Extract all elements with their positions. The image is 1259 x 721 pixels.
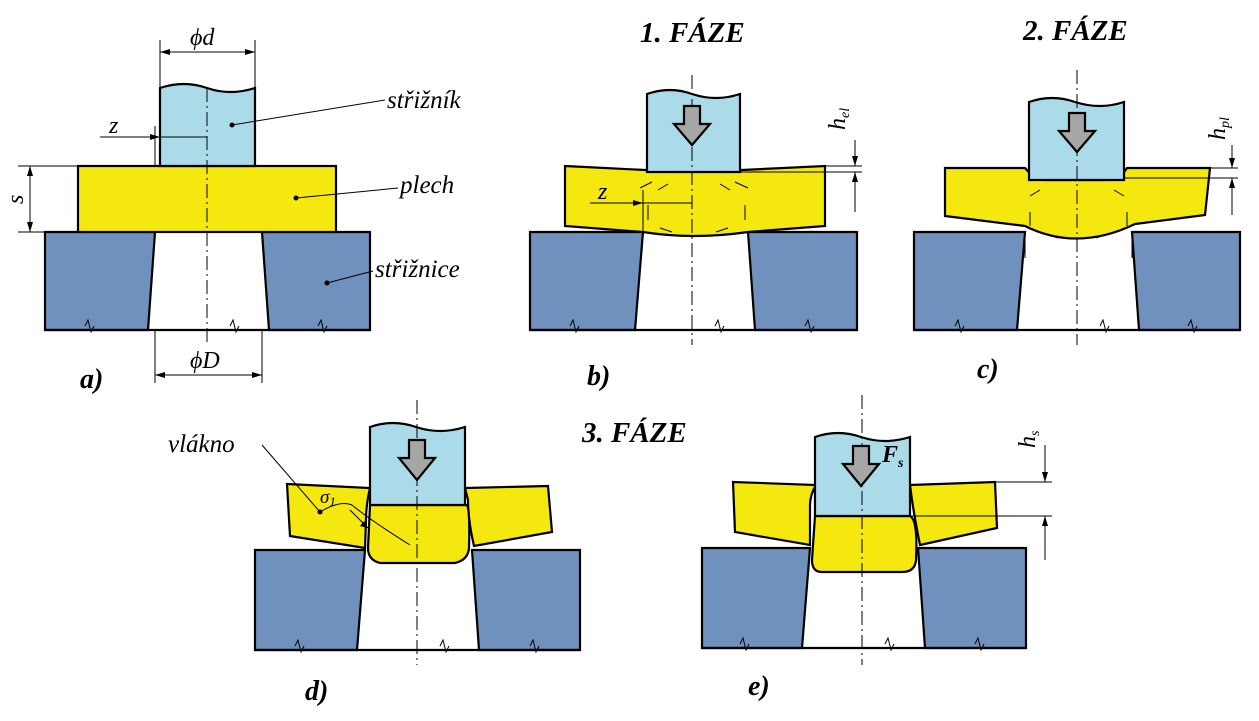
dim-h-pl: hpl	[1205, 117, 1233, 140]
label-sheet: plech	[398, 172, 454, 199]
panel-label-c: c)	[977, 354, 999, 385]
force-arrow-e	[840, 444, 882, 488]
panel-label-a: a)	[80, 364, 103, 395]
label-punch: střižník	[387, 87, 462, 114]
panel-b: 1. FÁZE z hel b)	[528, 16, 862, 392]
dim-clearance-b: z	[597, 179, 608, 205]
die-right-b	[746, 230, 859, 332]
die-left-b	[528, 230, 645, 332]
break-marks	[84, 318, 1198, 654]
fiber-line-d	[319, 503, 411, 546]
stress-arrows-c	[1024, 189, 1133, 258]
panel-d: 3. FÁZE vlákno σ1 d)	[168, 400, 687, 707]
panel-label-b: b)	[587, 361, 610, 392]
panel-c: 2. FÁZE hpl c)	[912, 14, 1242, 385]
die-right-a	[260, 230, 372, 332]
die-left-d	[253, 548, 367, 652]
die-left-a	[43, 230, 157, 332]
panel-e: Fs hs e)	[700, 395, 1052, 702]
dim-thickness: s	[3, 195, 29, 204]
panel-label-d: d)	[305, 676, 328, 707]
panel-label-e: e)	[748, 671, 770, 702]
force-arrow-d	[396, 438, 438, 482]
dim-h-s: hs	[1015, 430, 1043, 448]
label-fiber: vlákno	[168, 431, 235, 458]
label-sigma: σ1	[320, 487, 336, 509]
panel-a: ϕd ϕD s z střižník plech střižnice a)	[3, 25, 462, 395]
die-right-d	[470, 548, 582, 652]
sheet-outer-right-e	[908, 480, 999, 547]
dim-die-diameter: ϕD	[190, 348, 220, 374]
die-right-e	[916, 546, 1028, 650]
die-left-c	[912, 230, 1027, 332]
force-arrow-b	[671, 104, 713, 147]
dim-h-el: hel	[825, 108, 853, 130]
title-phase-1: 1. FÁZE	[640, 16, 745, 49]
die-left-e	[700, 546, 812, 650]
dim-clearance: z	[108, 113, 119, 139]
title-phase-3: 3. FÁZE	[581, 416, 687, 449]
label-force: Fs	[881, 442, 904, 471]
slug-e	[810, 514, 918, 574]
dim-punch-diameter: ϕd	[190, 25, 215, 51]
sheet-outer-left-e	[731, 480, 818, 547]
stress-arrows-b	[639, 181, 749, 233]
sheet-outer-right-d	[463, 484, 554, 548]
force-arrow-c	[1056, 111, 1098, 154]
title-phase-2: 2. FÁZE	[1022, 14, 1128, 47]
die-right-c	[1130, 230, 1242, 332]
label-die: střižnice	[375, 256, 460, 283]
slug-d	[366, 503, 471, 565]
